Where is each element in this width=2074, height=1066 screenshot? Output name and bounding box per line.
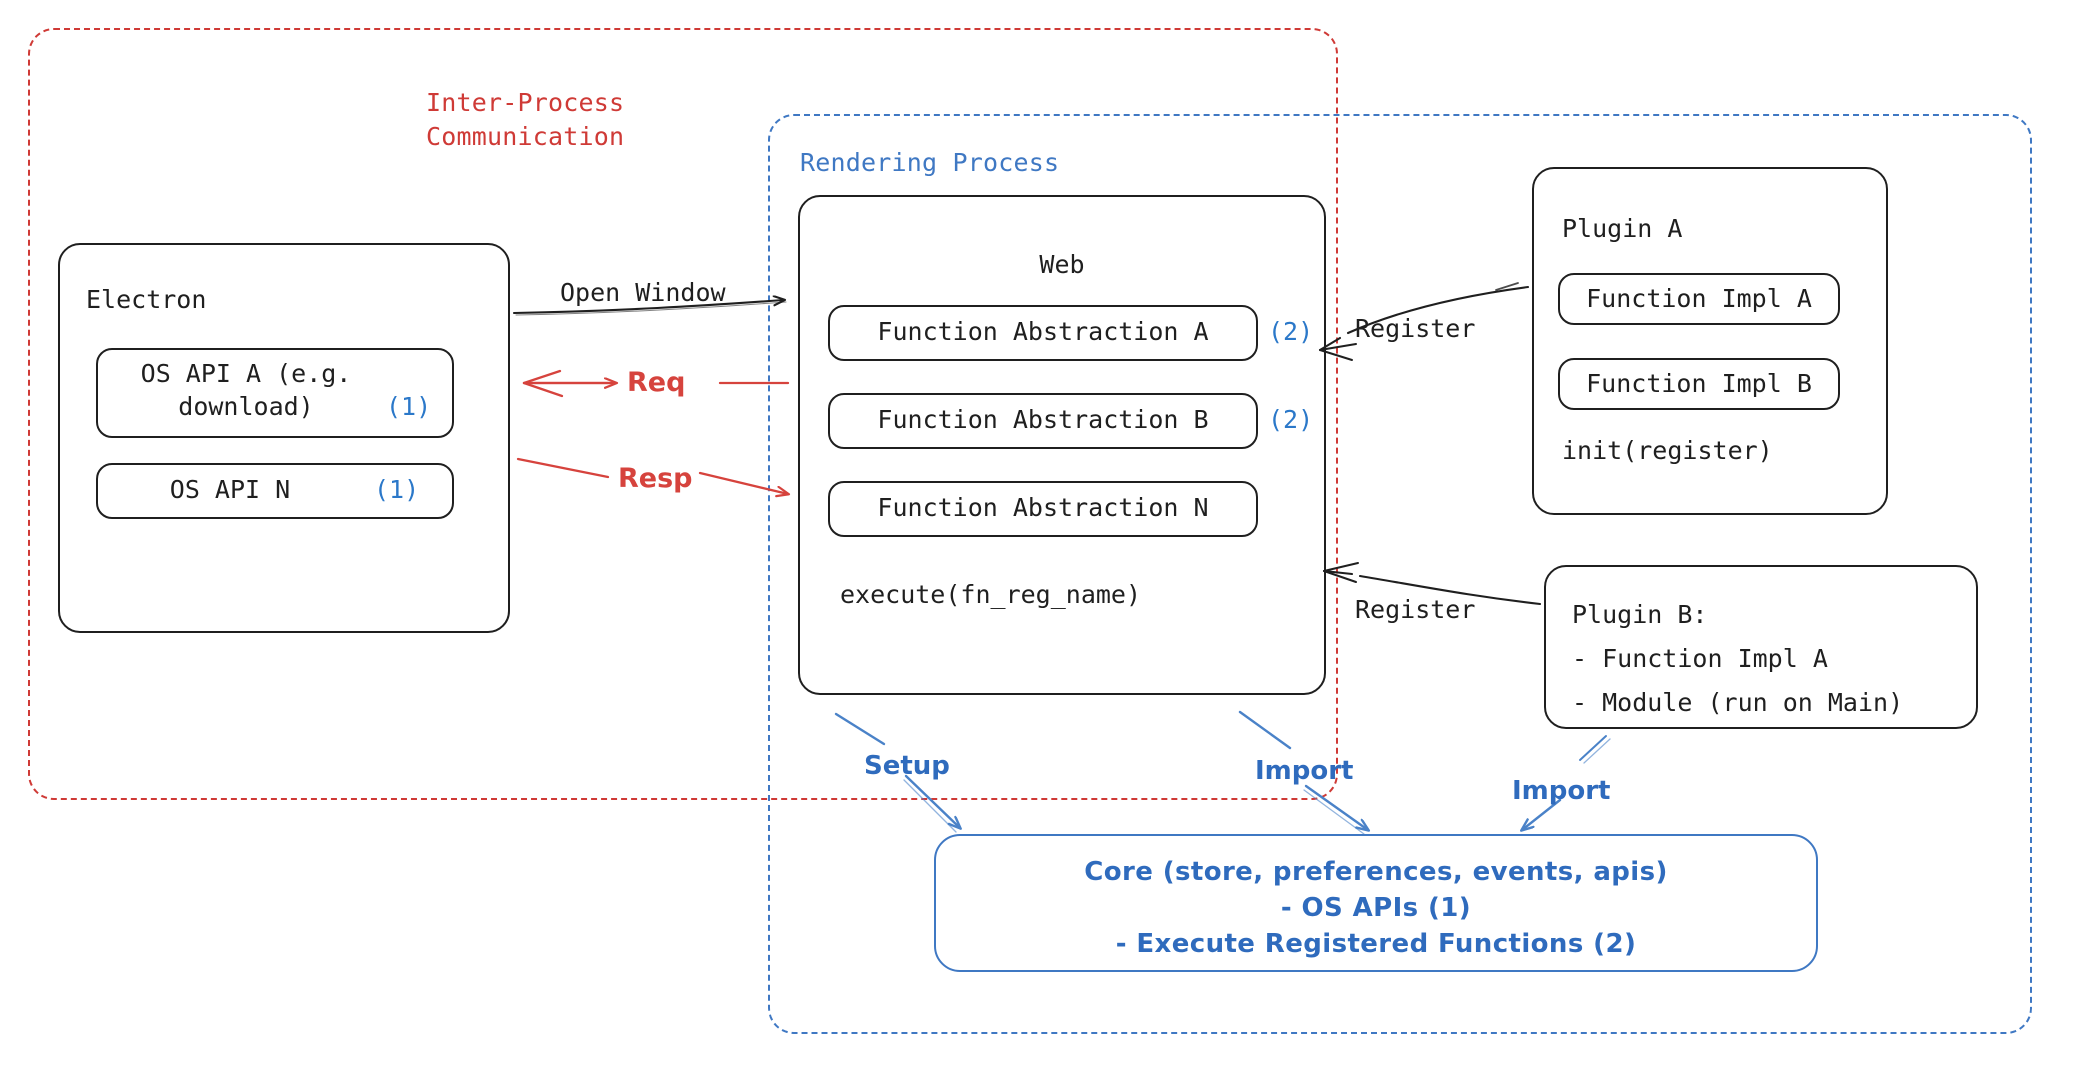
function-abstraction-a-label: Function Abstraction A [877, 317, 1209, 346]
edge-label-register-plugin-b: Register [1355, 595, 1476, 624]
plugin-b-label: Plugin B: - Function Impl A - Module (ru… [1572, 600, 1904, 717]
function-abstraction-a-marker: (2) [1268, 317, 1314, 346]
function-impl-b-label: Function Impl B [1586, 369, 1812, 398]
os-api-a-label: OS API A (e.g. download) [140, 359, 352, 421]
ipc-boundary [28, 28, 1338, 800]
web-title: Web [1039, 250, 1085, 279]
function-abstraction-n-node[interactable] [828, 481, 1258, 537]
edge-label-resp: Resp [618, 463, 693, 494]
plugin-a-node[interactable] [1532, 167, 1888, 515]
plugin-a-title: Plugin A [1562, 214, 1683, 243]
os-api-n-node[interactable] [96, 463, 454, 519]
edge-label-register-plugin-a: Register [1355, 314, 1476, 343]
function-abstraction-b-node[interactable] [828, 393, 1258, 449]
function-abstraction-a-node[interactable] [828, 305, 1258, 361]
electron-node[interactable] [58, 243, 510, 633]
edge-label-import-web: Import [1255, 756, 1354, 786]
function-impl-b-node[interactable] [1558, 358, 1840, 410]
core-label: Core (store, preferences, events, apis) … [1084, 857, 1668, 959]
function-abstraction-b-label: Function Abstraction B [877, 405, 1209, 434]
os-api-n-marker: (1) [374, 475, 420, 504]
rendering-process-label: Rendering Process [800, 148, 1060, 177]
edge-label-req: Req [627, 367, 686, 398]
os-api-n-label: OS API N [169, 475, 291, 504]
os-api-a-node[interactable] [96, 348, 454, 438]
core-node[interactable] [934, 834, 1818, 972]
plugin-a-init-label: init(register) [1562, 436, 1773, 465]
web-execute-label: execute(fn_reg_name) [840, 580, 1142, 609]
edge-label-setup: Setup [864, 751, 950, 781]
edge-label-open-window: Open Window [560, 278, 726, 307]
plugin-b-node[interactable] [1544, 565, 1978, 729]
function-impl-a-label: Function Impl A [1586, 284, 1812, 313]
function-abstraction-n-label: Function Abstraction N [877, 493, 1209, 522]
ipc-boundary-label: Inter-Process Communication [426, 88, 625, 151]
os-api-a-marker: (1) [386, 392, 432, 421]
electron-title: Electron [86, 285, 207, 314]
rendering-process-boundary [768, 114, 2032, 1034]
edge-label-import-plugin-b: Import [1512, 776, 1611, 806]
function-impl-a-node[interactable] [1558, 273, 1840, 325]
function-abstraction-b-marker: (2) [1268, 405, 1314, 434]
